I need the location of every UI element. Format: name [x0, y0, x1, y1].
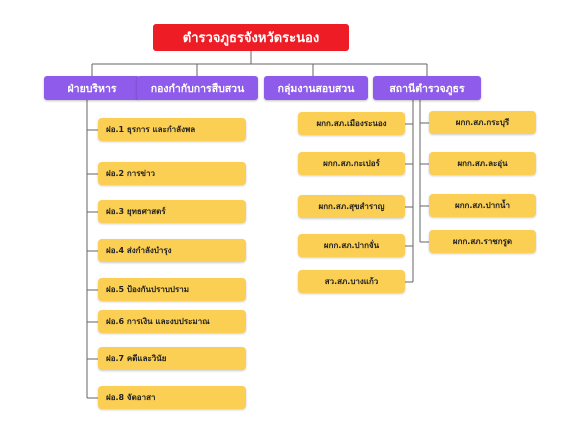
inquiry-unit-suksamran: ผกก.สภ.สุขสำราญ — [298, 195, 405, 218]
inquiry-unit-kapoe: ผกก.สภ.กะเปอร์ — [298, 152, 405, 175]
root-node-title: ตำรวจภูธรจังหวัดระนอง — [153, 24, 349, 51]
station-la-un: ผกก.สภ.ละอุ่น — [429, 152, 536, 175]
admin-unit-6: ฝอ.6 การเงิน และงบประมาณ — [98, 310, 246, 333]
inquiry-unit-bangkaeo: สว.สภ.บางแก้ว — [298, 270, 405, 293]
category-admin: ฝ่ายบริหาร — [44, 76, 140, 100]
category-investigation-division: กองกำกับการสืบสวน — [137, 76, 258, 100]
admin-unit-3: ฝอ.3 ยุทธศาสตร์ — [98, 200, 246, 223]
admin-unit-2: ฝอ.2 การข่าว — [98, 162, 246, 185]
admin-unit-1: ฝอ.1 ธุรการ และกำลังพล — [98, 118, 246, 141]
admin-unit-8: ฝอ.8 จัดอาสา — [98, 386, 246, 409]
category-inquiry-group: กลุ่มงานสอบสวน — [264, 76, 368, 100]
admin-unit-4: ฝอ.4 ส่งกำลังบำรุง — [98, 239, 246, 262]
inquiry-unit-pakchan: ผกก.สภ.ปากจั่น — [298, 234, 405, 257]
station-kraburi: ผกก.สภ.กระบุรี — [429, 111, 536, 134]
admin-unit-5: ฝอ.5 ป้องกันปราบปราม — [98, 278, 246, 301]
station-ratchakrut: ผกก.สภ.ราชกรูด — [429, 230, 536, 253]
category-police-stations: สถานีตำรวจภูธร — [373, 76, 481, 100]
inquiry-unit-mueang-ranong: ผกก.สภ.เมืองระนอง — [298, 112, 405, 135]
admin-unit-7: ฝอ.7 คดีและวินัย — [98, 347, 246, 370]
station-paknam: ผกก.สภ.ปากน้ำ — [429, 194, 536, 217]
